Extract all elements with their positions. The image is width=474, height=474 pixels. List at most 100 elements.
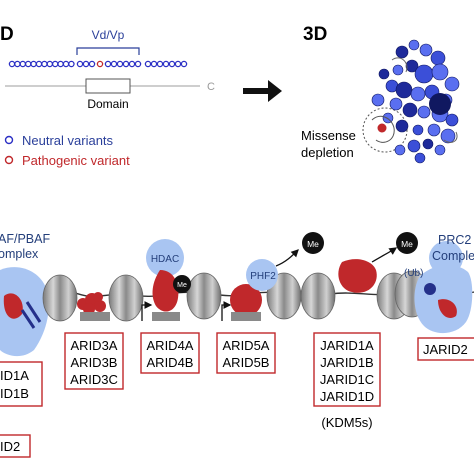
neutral-variant-sphere <box>395 81 413 99</box>
neutral-variant-icon <box>14 60 21 68</box>
box-jarid1-line4: JARID1D <box>320 389 374 404</box>
domain-label: Domain <box>87 97 128 111</box>
neutral-variant-sphere <box>430 50 446 66</box>
neutral-variant-icon <box>76 60 84 68</box>
neutral-variant-sphere <box>434 144 446 156</box>
legend-neutral: Neutral variants <box>22 133 114 148</box>
kdm5s-label: (KDM5s) <box>321 415 372 430</box>
nucleosome-icon <box>108 274 144 322</box>
neutral-variant-sphere <box>414 64 434 84</box>
arrow-right-icon <box>243 80 282 102</box>
box-jarid2 <box>417 337 474 361</box>
hdac-label: HDAC <box>151 254 179 265</box>
arid4-protein-shape <box>152 270 179 312</box>
box-arid5 <box>216 332 276 374</box>
neutral-variant-icon <box>57 60 64 68</box>
neutral-variant-sphere <box>440 128 456 144</box>
prc2-label-line1: PRC2 <box>438 233 471 247</box>
neutral-variant-sphere <box>427 123 441 137</box>
protein-3d-structure <box>362 39 460 164</box>
neutral-variant-sphere <box>371 93 385 107</box>
neutral-variant-sphere <box>389 97 403 111</box>
neutral-variant-icon <box>24 60 32 68</box>
neutral-variant-icon <box>30 60 37 68</box>
missense-label-line1: Missense <box>301 128 356 143</box>
box-arid5-line2: ARID5B <box>223 355 270 370</box>
box-arid1 <box>0 361 43 407</box>
box-arid4-line1: ARID4A <box>147 338 194 353</box>
backbone-ribbon <box>391 57 458 143</box>
neutral-variant-icon <box>104 60 112 68</box>
me-label-3: Me <box>401 239 413 249</box>
me-label-2: Me <box>307 239 319 249</box>
box-arid3-line2: ARID3B <box>71 355 118 370</box>
box-arid1-line1: ID1A <box>0 368 29 383</box>
prc2-complex-shape <box>414 264 473 334</box>
me-label-1: Me <box>177 282 187 289</box>
neutral-variant-icon <box>35 60 43 68</box>
neutral-variant-icon <box>116 60 124 68</box>
neutral-variant-sphere <box>417 105 431 119</box>
neutral-variant-icon <box>110 60 118 68</box>
prc2-label-line2: Complex <box>432 249 474 263</box>
neutral-variant-icon <box>62 60 70 68</box>
arid4-dna-site <box>152 312 180 321</box>
prc2-subunit-shape <box>429 241 463 275</box>
complex-left-label-line2: omplex <box>0 247 39 261</box>
neutral-variant-icon <box>82 60 90 68</box>
neutral-variant-sphere <box>395 119 409 133</box>
arid3-dna-site <box>80 312 110 321</box>
box-jarid1-line2: JARID1B <box>320 355 373 370</box>
neutral-variant-icon <box>88 60 96 68</box>
arid5-tss-arrow-icon <box>221 301 232 321</box>
neutral-variant-sphere <box>412 124 424 136</box>
box-arid5-line1: ARID5A <box>223 338 270 353</box>
box-arid1-line2: ID1B <box>0 386 29 401</box>
arid4-tss-arrow-icon <box>141 301 153 321</box>
neutral-variant-icon <box>156 60 164 68</box>
box-jarid1 <box>313 332 381 407</box>
neutral-variant-icon <box>19 60 27 68</box>
backbone-ribbon <box>371 115 395 143</box>
box-arid2-label: ID2 <box>0 439 20 454</box>
c-terminal-label: C <box>207 81 215 93</box>
phf2-protein-shape <box>246 259 278 291</box>
jarid1-protein-shape <box>338 259 377 293</box>
neutral-variant-sphere <box>408 39 420 51</box>
missense-label-line2: depletion <box>301 145 354 160</box>
neutral-variant-sphere <box>422 138 434 150</box>
box-arid2 <box>0 434 31 458</box>
nucleosome-icon <box>186 272 222 320</box>
nucleosome-icon <box>42 274 78 322</box>
neutral-variant-icon <box>68 60 75 68</box>
arid1-protein-shape <box>3 293 23 319</box>
box-arid3 <box>64 332 124 390</box>
vdvp-bracket <box>76 47 140 55</box>
complex-linker-icon <box>20 301 42 329</box>
neutral-variant-sphere <box>395 45 409 59</box>
box-arid4-line2: ARID4B <box>147 355 194 370</box>
neutral-variant-sphere <box>410 86 426 102</box>
neutral-variant-icon <box>168 60 176 68</box>
hdac-protein-shape <box>146 239 184 277</box>
neutral-variant-sphere <box>407 139 421 153</box>
variant-circles-row <box>8 60 188 68</box>
panel-3d-label: 3D <box>303 24 327 45</box>
neutral-variant-sphere <box>445 113 459 127</box>
ubiquitin-icon <box>424 283 436 295</box>
neutral-variant-sphere <box>414 152 426 164</box>
neutral-variant-icon <box>150 60 158 68</box>
jarid2-protein-shape <box>438 299 457 319</box>
neutral-variant-sphere <box>419 43 433 57</box>
nucleosome-icon <box>300 272 336 320</box>
panel-1d-label: D <box>0 24 14 45</box>
missense-depletion-region <box>362 107 408 153</box>
complex-left-label-line1: AF/PBAF <box>0 232 50 246</box>
neutral-variant-sphere <box>444 76 460 92</box>
neutral-variant-icon <box>122 60 130 68</box>
vdvp-label: Vd/Vp <box>92 28 125 42</box>
neutral-variant-sphere <box>392 64 404 76</box>
neutral-variant-icon <box>144 60 152 68</box>
neutral-variant-icon <box>8 60 16 68</box>
